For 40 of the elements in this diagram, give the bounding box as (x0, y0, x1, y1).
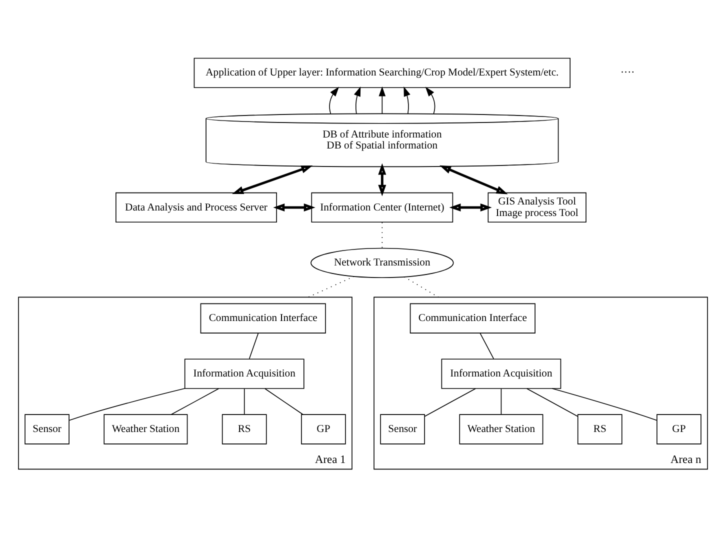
connector (500, 388, 502, 415)
arrow (378, 86, 386, 114)
node-box: GIS Analysis Tool Image process Tool (488, 192, 586, 223)
node-box: Application of Upper layer: Information Searching/Crop Model/Expert System/etc. (194, 58, 571, 88)
arrow (404, 86, 410, 114)
node-box: Sensor (380, 414, 425, 444)
arrow (425, 86, 436, 114)
node-box: Information Acquisition (184, 358, 304, 389)
node-box: Communication Interface (410, 303, 536, 334)
arrow (354, 86, 361, 114)
node-box: RS (222, 414, 267, 444)
arrow (232, 166, 313, 194)
connector (264, 388, 304, 415)
connector (526, 388, 578, 417)
arrow (329, 86, 340, 114)
connector (404, 276, 439, 298)
connector (424, 388, 476, 417)
node-box: RS (577, 414, 622, 444)
node-box: Sensor (24, 414, 70, 444)
node-box: Information Center (Internet) (311, 192, 454, 223)
connector (68, 388, 186, 421)
arrow (449, 203, 492, 212)
connector (244, 388, 245, 415)
arrow (378, 163, 386, 196)
node-box: Information Acquisition (441, 358, 562, 389)
node-box: GP (301, 414, 346, 444)
node-box: Communication Interface (200, 303, 326, 334)
node-box: Weather Station (459, 414, 544, 444)
node-ellipse: Network Transmission (310, 248, 454, 278)
node-box: GP (656, 414, 702, 444)
arrow (440, 165, 508, 194)
connector (480, 332, 494, 360)
connector (308, 276, 354, 298)
label: ···· (620, 68, 635, 79)
connector (170, 388, 220, 415)
arrow (273, 203, 316, 212)
connector (552, 388, 658, 421)
node-box: Weather Station (104, 414, 188, 444)
connector (248, 332, 259, 360)
node-box: Data Analysis and Process Server (116, 192, 277, 223)
